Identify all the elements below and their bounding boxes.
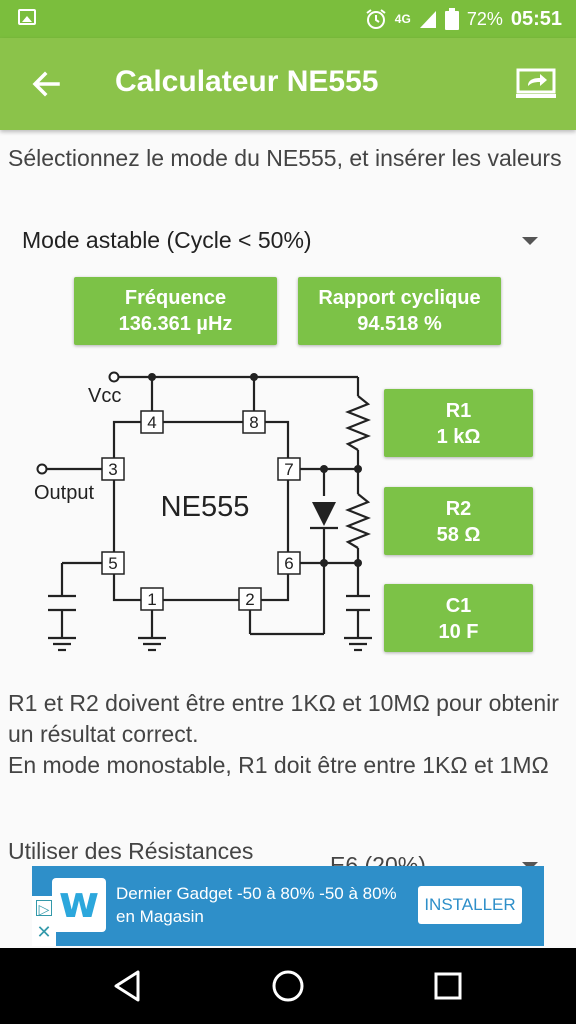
wish-logo-icon: w	[52, 878, 106, 932]
pin-1-label: 1	[147, 590, 156, 609]
pin-6-label: 6	[284, 554, 293, 573]
ad-banner[interactable]: w Dernier Gadget -50 à 80% -50 à 80% en …	[32, 866, 544, 946]
r1-label: R1	[445, 400, 472, 422]
signal-icon	[419, 11, 436, 28]
app-bar: Calculateur NE555	[0, 38, 576, 130]
mode-dropdown[interactable]: Mode astable (Cycle < 50%)	[0, 216, 576, 264]
resistor-series-label: Utiliser des Résistances	[8, 838, 254, 864]
back-nav-icon[interactable]	[108, 966, 148, 1006]
note-line-2: En mode monostable, R1 doit être entre 1…	[8, 752, 549, 778]
recents-nav-icon[interactable]	[428, 966, 468, 1006]
output-label: Output	[34, 482, 94, 504]
intro-text: Sélectionnez le mode du NE555, et insére…	[8, 145, 562, 171]
close-icon[interactable]: ✕	[36, 922, 52, 942]
info-note: R1 et R2 doivent être entre 1KΩ et 10MΩ …	[8, 688, 568, 781]
ne555-schematic: 4 8 3 7 5 6 1 2 Vcc Output NE555	[34, 371, 372, 652]
r2-label: R2	[445, 498, 472, 520]
ad-choices-icon[interactable]: ▷	[36, 900, 52, 917]
status-bar: 4G 72% 05:51	[0, 0, 576, 38]
r2-input[interactable]: R2 58 Ω	[384, 487, 533, 555]
arrow-left-icon[interactable]	[28, 66, 64, 102]
frequency-label: Fréquence	[124, 287, 227, 309]
c1-value: 10 F	[438, 621, 479, 643]
duty-cycle-label: Rapport cyclique	[318, 287, 481, 309]
share-icon[interactable]	[516, 66, 556, 100]
vcc-label: Vcc	[88, 385, 121, 407]
alarm-icon	[366, 9, 386, 29]
pin-8-label: 8	[249, 413, 258, 432]
frequency-result[interactable]: Fréquence 136.361 µHz	[74, 277, 277, 345]
r1-value: 1 kΩ	[436, 426, 481, 448]
r2-value: 58 Ω	[436, 524, 481, 546]
status-icons: 4G 72% 05:51	[365, 6, 562, 32]
r1-input[interactable]: R1 1 kΩ	[384, 389, 533, 457]
battery-icon	[444, 8, 459, 30]
gallery-notification-icon	[18, 9, 36, 25]
page-title: Calculateur NE555	[115, 65, 379, 98]
network-type: 4G	[394, 12, 411, 26]
clock: 05:51	[510, 7, 562, 30]
frequency-value: 136.361 µHz	[118, 313, 233, 335]
pin-2-label: 2	[245, 590, 254, 609]
note-line-1: R1 et R2 doivent être entre 1KΩ et 10MΩ …	[8, 690, 559, 747]
ad-choices: ▷ ✕	[32, 896, 56, 946]
duty-cycle-value: 94.518 %	[357, 313, 442, 335]
chip-label: NE555	[161, 491, 250, 523]
pin-3-label: 3	[108, 460, 117, 479]
battery-percent: 72%	[466, 8, 503, 29]
mode-selected-value: Mode astable (Cycle < 50%)	[22, 227, 312, 253]
duty-cycle-result[interactable]: Rapport cyclique 94.518 %	[298, 277, 501, 345]
pin-5-label: 5	[108, 554, 117, 573]
pin-7-label: 7	[284, 460, 293, 479]
home-nav-icon[interactable]	[268, 966, 308, 1006]
pin-4-label: 4	[147, 413, 156, 432]
dropdown-arrow-icon	[522, 237, 538, 245]
system-nav-bar	[0, 948, 576, 1024]
c1-input[interactable]: C1 10 F	[384, 584, 533, 652]
c1-label: C1	[445, 595, 472, 617]
install-button[interactable]: INSTALLER	[418, 886, 522, 924]
ad-text: Dernier Gadget -50 à 80% -50 à 80% en Ma…	[116, 884, 397, 926]
